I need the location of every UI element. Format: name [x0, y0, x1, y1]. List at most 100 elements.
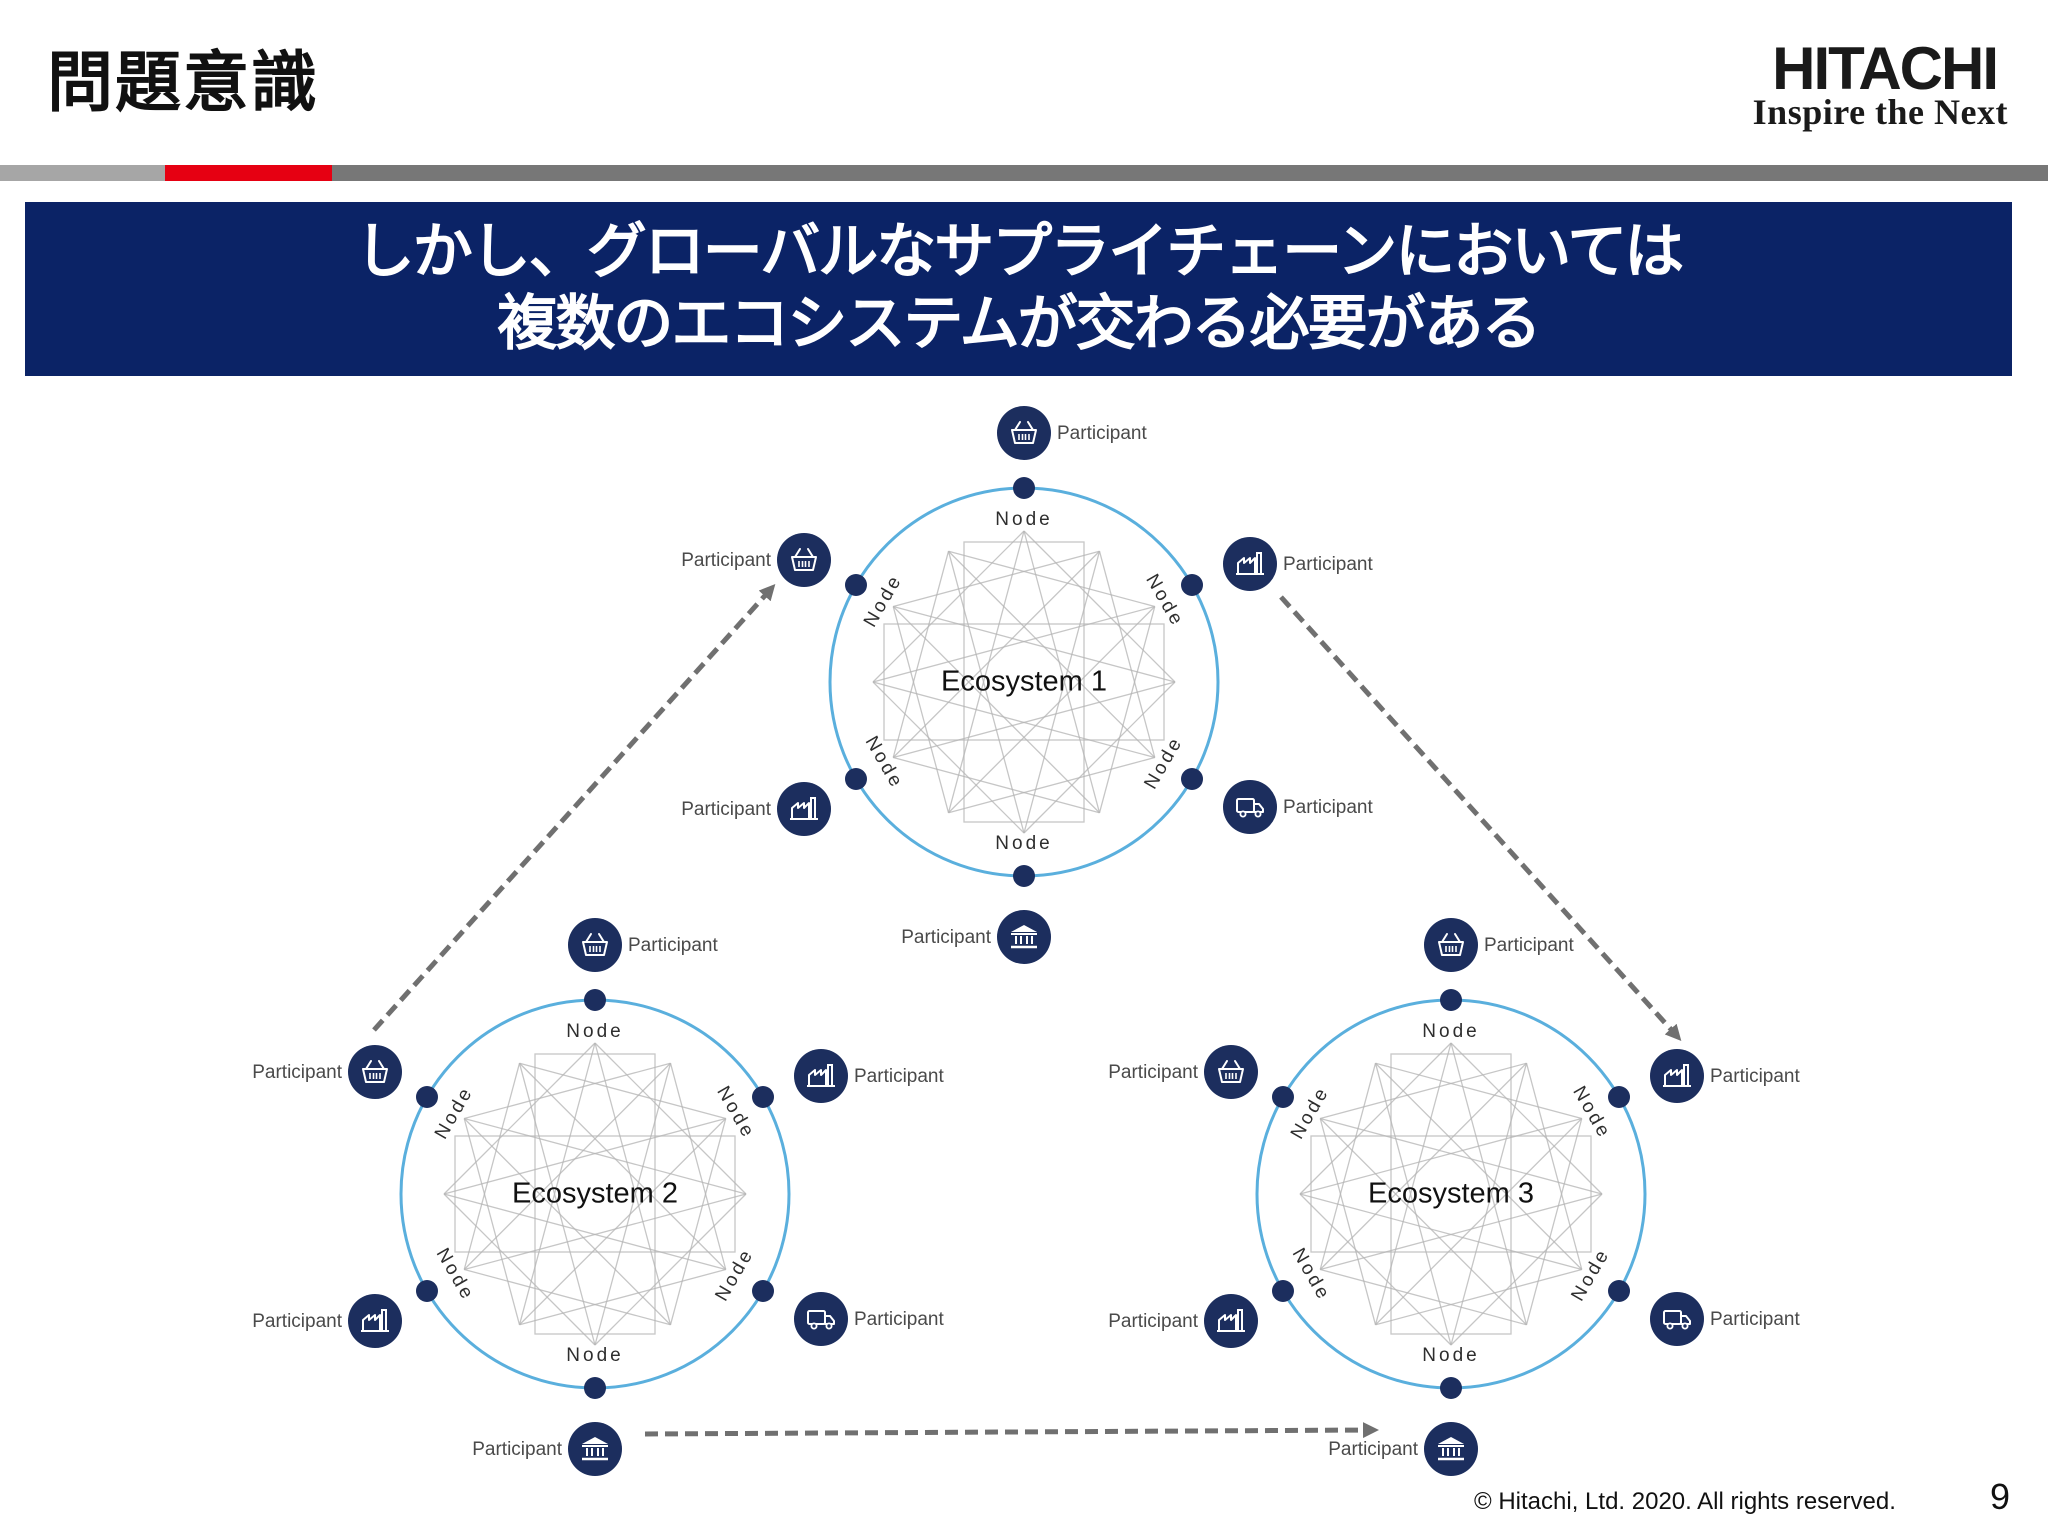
- mesh-line: [1023, 551, 1101, 834]
- participant-badge: [997, 406, 1051, 460]
- mesh-line: [963, 541, 1085, 823]
- headline-line-1: しかし、グローバルなサプライチェーンにおいては: [354, 217, 1684, 287]
- headline-banner: しかし、グローバルなサプライチェーンにおいては 複数のエコシステムが交わる必要が…: [25, 202, 2012, 376]
- mesh-line: [594, 1193, 747, 1346]
- mesh-line: [893, 681, 1176, 759]
- node-dot: [415, 1086, 438, 1108]
- node-dot: [415, 1280, 438, 1302]
- node-label: Node: [995, 833, 1052, 854]
- hitachi-logo: HITACHI: [1772, 35, 1999, 102]
- mesh-line: [1023, 530, 1176, 683]
- copyright-notice: © Hitachi, Ltd. 2020. All rights reserve…: [1474, 1488, 1896, 1515]
- participant-label: Participant: [1484, 935, 1574, 956]
- dashed-arrow: [644, 1422, 1379, 1439]
- truck-icon: [1663, 1310, 1691, 1330]
- node-dot: [1271, 1086, 1294, 1108]
- participant-label: Participant: [1057, 423, 1147, 444]
- mesh-line: [1450, 1042, 1603, 1195]
- participant-badge: [777, 533, 831, 587]
- mesh-line: [463, 1118, 521, 1325]
- header-rule: [0, 165, 2048, 181]
- node-dot: [584, 1377, 606, 1399]
- participant-label: Participant: [901, 927, 991, 948]
- mesh-line: [872, 681, 1025, 834]
- node-dot: [1608, 1280, 1631, 1302]
- mesh-line: [893, 550, 1100, 608]
- factory-icon: [807, 1064, 835, 1087]
- node-dot: [1440, 989, 1462, 1011]
- mesh-line: [1450, 1193, 1603, 1346]
- mesh-line: [1319, 1118, 1377, 1325]
- basket-icon: [1218, 1060, 1244, 1083]
- truck-icon: [807, 1310, 835, 1330]
- mesh-line: [1319, 1118, 1527, 1326]
- participant-label: Participant: [252, 1311, 342, 1332]
- rule-segment-red: [165, 165, 332, 181]
- mesh-line: [464, 1193, 747, 1271]
- participant-badge: [1204, 1045, 1258, 1099]
- basket-icon: [582, 933, 608, 956]
- page-title: 問題意識: [47, 44, 319, 121]
- mesh-line: [454, 1135, 736, 1253]
- node-dot: [844, 574, 867, 596]
- mesh-line: [1310, 1135, 1592, 1253]
- participant-badge: [568, 918, 622, 972]
- node-dot: [1608, 1086, 1631, 1108]
- mesh-line: [1299, 1193, 1582, 1271]
- mesh-line: [519, 1062, 726, 1120]
- mesh-line: [1098, 551, 1156, 758]
- participant-label: Participant: [854, 1066, 944, 1087]
- participant-badge: [1650, 1292, 1704, 1346]
- mesh-line: [443, 1193, 596, 1346]
- mesh-line: [893, 605, 1176, 683]
- participant-label: Participant: [1710, 1066, 1800, 1087]
- mesh-line: [443, 1042, 596, 1195]
- node-label: Node: [1567, 1245, 1614, 1305]
- participant-label: Participant: [1283, 554, 1373, 575]
- mesh-line: [947, 530, 1025, 813]
- node-label: Node: [566, 1021, 623, 1042]
- mesh-line: [1450, 1063, 1528, 1346]
- truck-icon: [1236, 798, 1264, 818]
- node-label: Node: [1287, 1083, 1334, 1143]
- participant-label: Participant: [1283, 797, 1373, 818]
- mesh-line: [1023, 530, 1101, 813]
- node-label: Node: [712, 1083, 759, 1143]
- participant-label: Participant: [252, 1062, 342, 1083]
- node-label: Node: [432, 1245, 479, 1305]
- participant-badge: [1424, 918, 1478, 972]
- mesh-line: [892, 551, 950, 758]
- rule-segment-gray: [0, 165, 165, 181]
- mesh-line: [883, 623, 1165, 741]
- mesh-line: [1374, 1042, 1452, 1325]
- node-dot: [752, 1280, 775, 1302]
- mesh-line: [892, 606, 1100, 814]
- mesh-line: [1299, 1193, 1452, 1346]
- network-mesh: [872, 530, 1176, 834]
- node-label: Node: [711, 1245, 758, 1305]
- mesh-line: [519, 1118, 727, 1326]
- mesh-line: [518, 1063, 596, 1346]
- mesh-line: [1375, 1062, 1582, 1120]
- bank-icon: [1438, 1437, 1464, 1461]
- factory-icon: [1236, 552, 1264, 575]
- mesh-line: [464, 1062, 671, 1120]
- mesh-line: [1023, 681, 1176, 834]
- participant-badge: [348, 1045, 402, 1099]
- participant-badge: [997, 910, 1051, 964]
- network-mesh: [443, 1042, 747, 1346]
- node-label: Node: [566, 1345, 623, 1366]
- mesh-line: [892, 550, 1100, 758]
- basket-icon: [1438, 933, 1464, 956]
- node-label: Node: [1141, 571, 1188, 631]
- mesh-line: [1299, 1117, 1582, 1195]
- node-label: Node: [860, 571, 907, 631]
- mesh-line: [534, 1053, 656, 1335]
- mesh-line: [464, 1117, 747, 1195]
- logo-tagline: Inspire the Next: [1752, 92, 2008, 132]
- participant-label: Participant: [1710, 1309, 1800, 1330]
- participant-label: Participant: [628, 935, 718, 956]
